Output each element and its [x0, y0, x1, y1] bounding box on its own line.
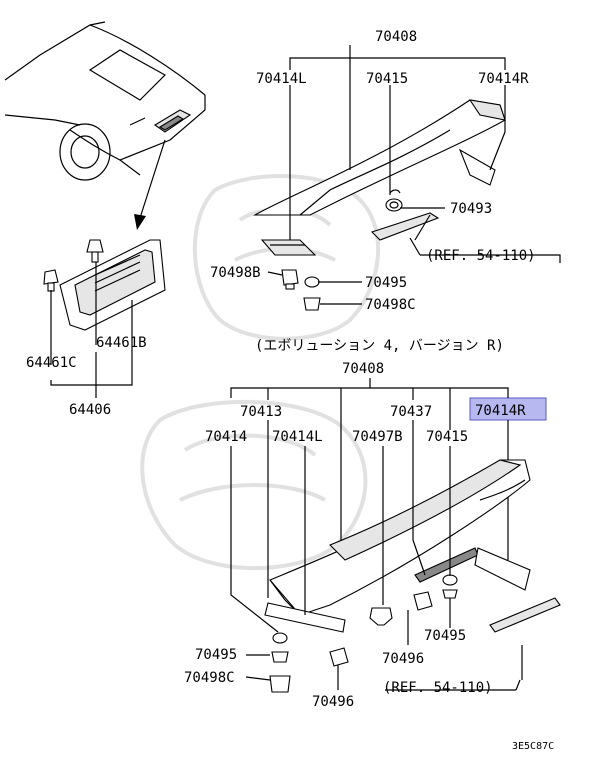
label-70415-top: 70415	[366, 71, 408, 87]
label-70498B: 70498B	[210, 265, 261, 281]
clip-70497B	[369, 607, 393, 626]
label-70496-bottom-left: 70496	[312, 694, 354, 710]
label-70493: 70493	[450, 201, 492, 217]
clip-70493	[385, 189, 403, 212]
clip-64461B	[86, 239, 104, 263]
label-70497B: 70497B	[352, 429, 403, 445]
label-70437: 70437	[390, 404, 432, 420]
label-70495-bottom-right: 70495	[424, 628, 466, 644]
label-ref-top: (REF. 54-110)	[426, 248, 536, 264]
clip-70498C-bottom	[269, 675, 291, 693]
label-64461C: 64461C	[26, 355, 77, 371]
top-spoiler-part	[252, 99, 506, 256]
label-70496-bottom-right: 70496	[382, 651, 424, 667]
clip-70495-left	[271, 632, 289, 663]
clip-70498B	[281, 269, 299, 290]
label-70414L-bottom: 70414L	[272, 429, 323, 445]
label-70414R-top: 70414R	[478, 71, 529, 87]
label-70495-top: 70495	[365, 275, 407, 291]
car-rear-illustration	[4, 21, 206, 181]
clip-70498C-top	[303, 297, 321, 311]
clip-70496-right	[413, 591, 433, 611]
bottom-spoiler-part	[269, 459, 531, 616]
label-70498C-top: 70498C	[365, 297, 416, 313]
label-ref-bottom: (REF. 54-110)	[383, 680, 493, 696]
label-70414R-bottom[interactable]: 70414R	[475, 403, 526, 419]
label-70408-bottom: 70408	[342, 361, 384, 377]
label-70408-top: 70408	[375, 29, 417, 45]
watermark-emblem-bottom	[140, 399, 368, 571]
label-70498C-bottom: 70498C	[184, 670, 235, 686]
clip-64461C	[43, 269, 59, 292]
clip-70495-top	[304, 276, 320, 288]
label-70495-bottom-left: 70495	[195, 647, 237, 663]
end-plate-right	[474, 547, 531, 591]
clip-70496-left	[329, 647, 349, 667]
pointer-arrow-line	[139, 139, 166, 219]
diagram-code: 3E5C87C	[512, 741, 554, 752]
stop-lamp-bottom	[489, 597, 561, 633]
license-garnish-part	[59, 239, 166, 331]
label-70415-bottom: 70415	[426, 429, 468, 445]
end-plate-left	[264, 602, 346, 633]
variant-note: (エボリューション 4, バージョン R)	[255, 338, 504, 354]
label-64461B: 64461B	[96, 335, 147, 351]
pointer-arrow-head	[134, 214, 146, 230]
label-70414L-top: 70414L	[256, 71, 307, 87]
label-70413: 70413	[240, 404, 282, 420]
label-64406: 64406	[69, 402, 111, 418]
label-70414: 70414	[205, 429, 247, 445]
stop-lamp-top	[370, 212, 440, 241]
clip-70495-right	[442, 574, 458, 599]
